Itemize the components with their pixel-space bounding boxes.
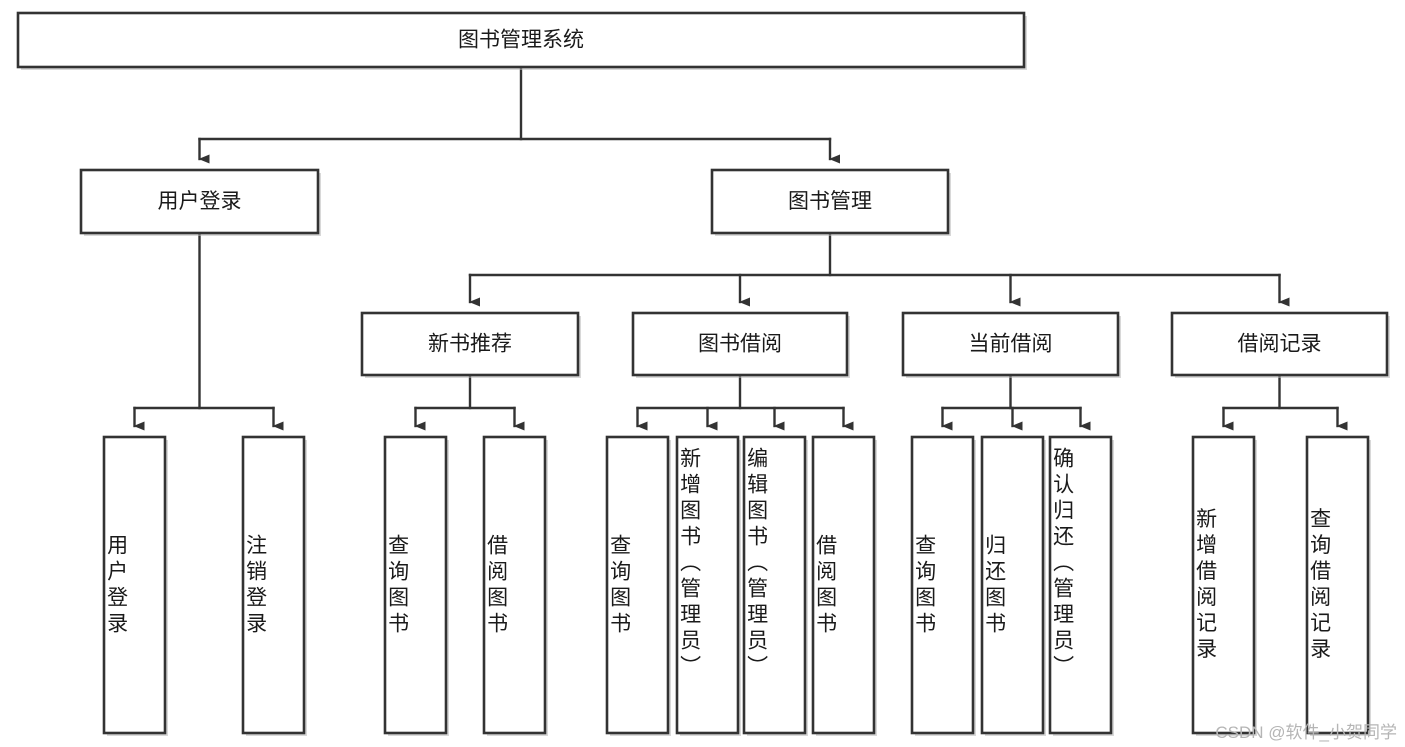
node-label: 归还图书 (983, 534, 1007, 638)
node-rect[interactable] (1170, 311, 1389, 377)
node-rect[interactable] (631, 311, 849, 377)
node-rect[interactable] (980, 435, 1045, 735)
node-rect[interactable] (241, 435, 306, 735)
node-rect[interactable] (901, 311, 1120, 377)
node-label: 图书借阅 (698, 333, 782, 356)
node-l2-1[interactable]: 图书管理 (710, 168, 951, 236)
node-l3-3[interactable]: 借阅记录 (1170, 311, 1390, 378)
node-leaf-1[interactable]: 注销登录 (241, 435, 307, 736)
node-rect[interactable] (482, 435, 547, 735)
node-label: 查询借阅记录 (1308, 508, 1332, 664)
node-label: 确认归还（管理员） (1051, 447, 1075, 681)
node-l2-0[interactable]: 用户登录 (79, 168, 321, 236)
node-layer: 图书管理系统用户登录图书管理新书推荐图书借阅当前借阅借阅记录用户登录注销登录查询… (16, 11, 1390, 736)
node-l3-0[interactable]: 新书推荐 (360, 311, 581, 378)
node-rect[interactable] (383, 435, 448, 735)
node-rect[interactable] (1305, 435, 1370, 735)
node-leaf-6[interactable]: 编辑图书（管理员） (742, 435, 808, 736)
node-label: 用户登录 (105, 534, 129, 638)
node-label: 编辑图书（管理员） (745, 447, 769, 681)
node-rect[interactable] (1048, 435, 1113, 735)
node-label: 图书管理系统 (458, 29, 584, 52)
node-label: 新书推荐 (428, 333, 512, 356)
node-label: 查询图书 (608, 534, 632, 638)
node-label: 新增图书（管理员） (678, 447, 702, 681)
node-leaf-7[interactable]: 借阅图书 (811, 435, 877, 736)
node-rect[interactable] (16, 11, 1026, 69)
node-rect[interactable] (102, 435, 167, 735)
node-rect[interactable] (910, 435, 975, 735)
node-rect[interactable] (79, 168, 320, 235)
node-leaf-12[interactable]: 查询借阅记录 (1305, 435, 1371, 736)
csdn-watermark: CSDN @软件_小贺同学 (1215, 723, 1397, 742)
node-rect[interactable] (675, 435, 740, 735)
node-label: 查询图书 (913, 534, 937, 638)
node-l3-1[interactable]: 图书借阅 (631, 311, 850, 378)
node-label: 新增借阅记录 (1194, 508, 1218, 664)
node-label: 图书管理 (788, 190, 872, 213)
node-rect[interactable] (1191, 435, 1256, 735)
node-label: 借阅图书 (485, 534, 509, 638)
node-label: 当前借阅 (969, 333, 1053, 356)
node-root-0[interactable]: 图书管理系统 (16, 11, 1027, 70)
node-leaf-2[interactable]: 查询图书 (383, 435, 449, 736)
node-leaf-11[interactable]: 新增借阅记录 (1191, 435, 1257, 736)
node-label: 注销登录 (244, 534, 268, 638)
node-l3-2[interactable]: 当前借阅 (901, 311, 1121, 378)
node-rect[interactable] (811, 435, 876, 735)
node-label: 借阅图书 (814, 534, 838, 638)
node-rect[interactable] (742, 435, 807, 735)
node-label: 查询图书 (386, 534, 410, 638)
node-leaf-8[interactable]: 查询图书 (910, 435, 976, 736)
node-leaf-4[interactable]: 查询图书 (605, 435, 671, 736)
node-leaf-10[interactable]: 确认归还（管理员） (1048, 435, 1114, 736)
node-label: 用户登录 (158, 190, 242, 213)
node-leaf-3[interactable]: 借阅图书 (482, 435, 548, 736)
node-leaf-9[interactable]: 归还图书 (980, 435, 1046, 736)
node-leaf-5[interactable]: 新增图书（管理员） (675, 435, 741, 736)
node-rect[interactable] (710, 168, 950, 235)
node-rect[interactable] (360, 311, 580, 377)
node-label: 借阅记录 (1238, 333, 1322, 356)
edge-layer (133, 65, 1348, 431)
node-rect[interactable] (605, 435, 670, 735)
node-leaf-0[interactable]: 用户登录 (102, 435, 168, 736)
